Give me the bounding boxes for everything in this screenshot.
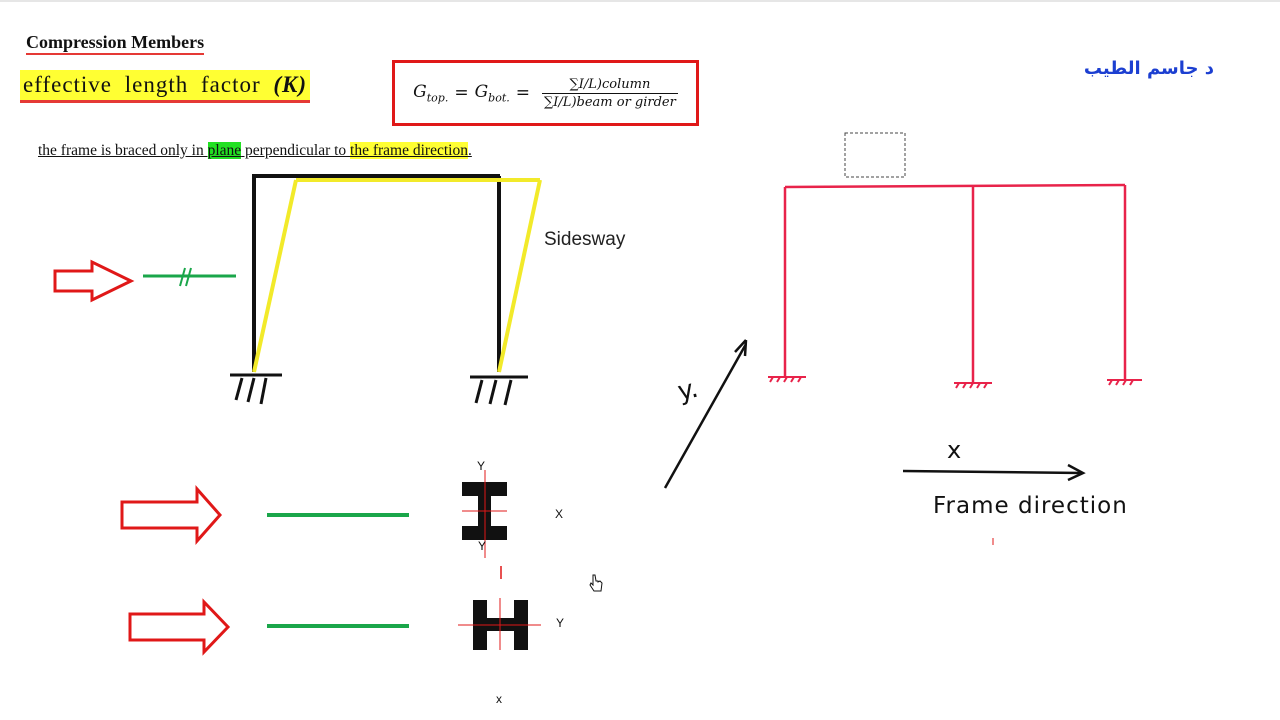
braced-note: the frame is braced only in plane perpen… [38,142,472,159]
hand-cursor-icon [589,574,603,592]
formula-denominator: ∑I/L)beam or girder [542,92,678,110]
page-title: Compression Members [26,31,205,55]
equals-sign: = [515,83,531,103]
i-section-weak-axis [458,598,541,650]
subtitle-symbol: (K) [273,72,308,97]
section1-axis-right: X [555,507,563,521]
frame-direction-arrow [902,463,1086,482]
member-green-1 [143,267,236,287]
section2-axis-right: Y [556,616,564,630]
portal-frame [252,174,501,372]
author-name: د جاسم الطيب [1083,58,1214,79]
frame-support-1 [768,376,806,383]
section1-axis-top: Y [477,459,485,473]
highlight-plane: plane [207,142,242,159]
i-section-strong-axis [462,470,507,558]
formula-box: Gtop. = Gbot. = ∑I/L)column ∑I/L)beam or… [392,60,699,126]
equals-sign: = [454,83,469,103]
frame-support-2 [954,382,992,389]
y-handwritten-label: y. [675,374,701,407]
x-handwritten-label: x [947,436,961,464]
load-arrow-3 [128,598,231,656]
y-direction-arrow [663,339,748,489]
frame-direction-label: Frame direction [933,493,1128,519]
load-arrow-1 [53,259,135,303]
subtitle-text: effective length factor [23,72,261,97]
section1-axis-bottom: Y [478,539,486,553]
formula-g-top: Gtop. [413,81,449,105]
sidesway-shape [252,178,542,373]
load-arrow-2 [120,485,223,545]
fixed-support-right [470,375,528,406]
subtitle: effective length factor (K) [20,70,311,103]
frame-support-3 [1107,379,1142,386]
formula-g-bot: Gbot. [474,81,510,105]
section2-axis-bottom: x [496,692,502,706]
highlight-frame-direction: the frame direction [350,142,468,159]
sidesway-label: Sidesway [544,229,626,250]
frame-elevation [783,183,1127,382]
selection-box [844,132,906,178]
formula-fraction: ∑I/L)column ∑I/L)beam or girder [542,77,678,110]
fixed-support-left [230,373,282,405]
formula-numerator: ∑I/L)column [569,76,651,92]
top-border [0,0,1280,2]
